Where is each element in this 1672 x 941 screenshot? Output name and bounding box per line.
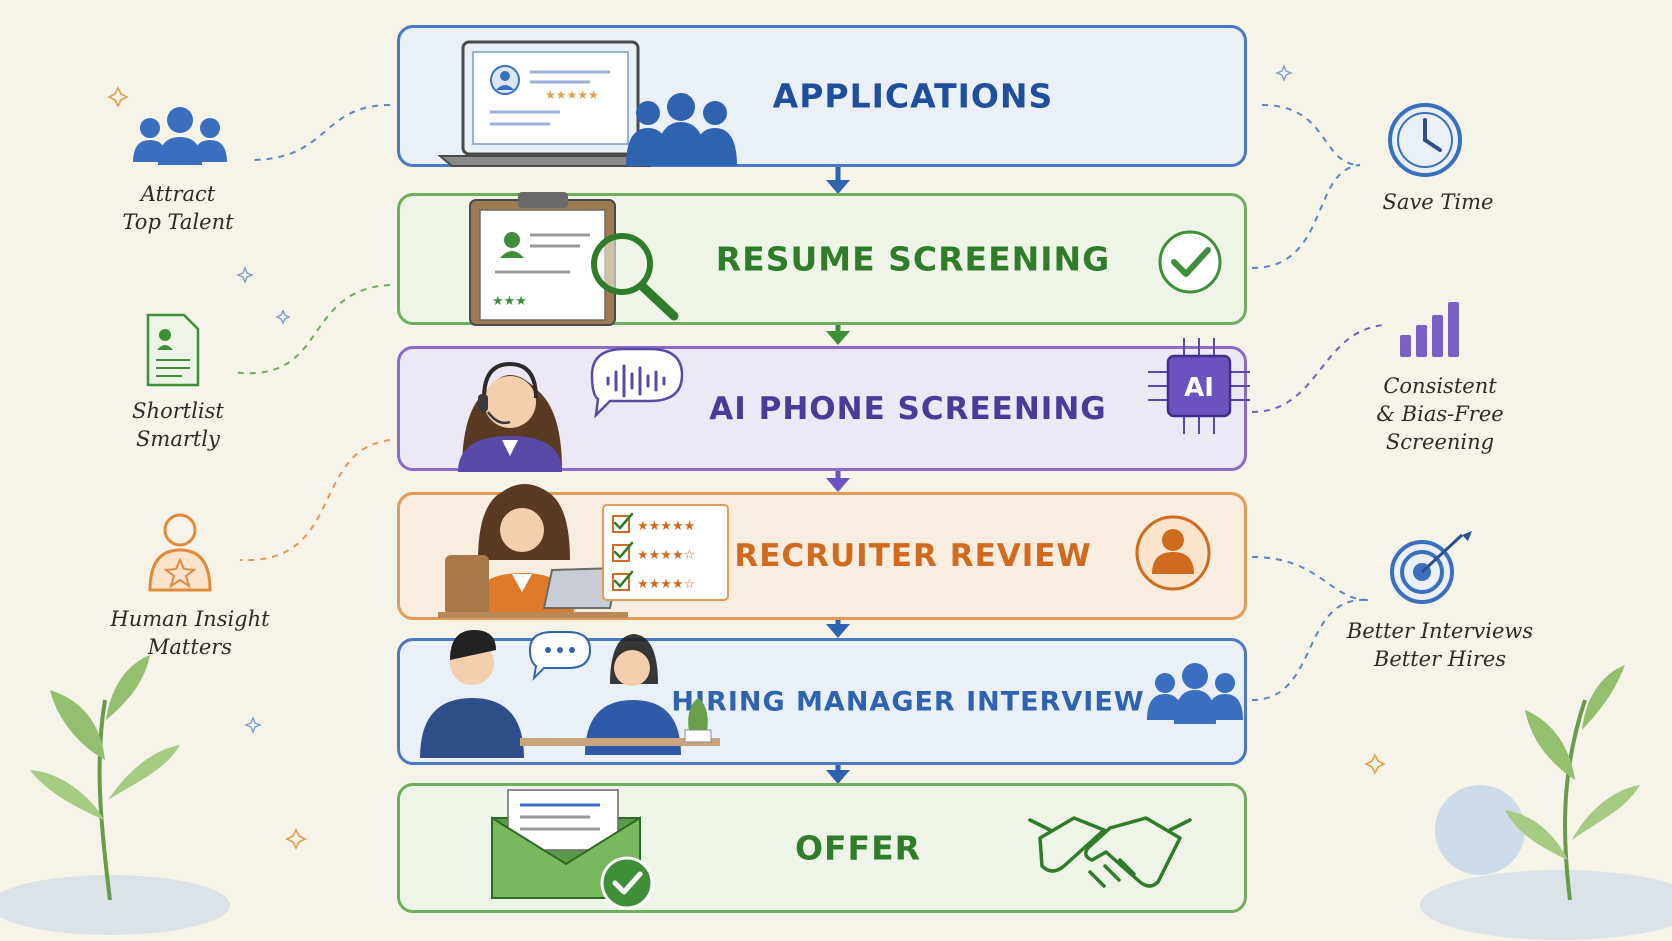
- benefit-label-line: Consistent: [1383, 374, 1497, 398]
- benefit-save-time: Save Time: [1383, 188, 1494, 216]
- benefit-consistent-screening: Consistent & Bias-Free Screening: [1376, 372, 1503, 456]
- benefit-connector: [231, 284, 391, 375]
- sparkle-decorations-blue: [236, 64, 1293, 734]
- stage-box: RESUME SCREENING: [397, 193, 1247, 325]
- stage-box: RECRUITER REVIEW: [397, 492, 1247, 620]
- benefit-connector: [1261, 104, 1361, 166]
- benefit-attract-top-talent: Attract Top Talent: [122, 180, 233, 236]
- stage-box: AI PHONE SCREENING: [397, 346, 1247, 471]
- benefit-label-line: Human Insight: [110, 607, 270, 631]
- benefit-human-insight: Human Insight Matters: [110, 605, 269, 661]
- stage-title: OFFER: [794, 828, 922, 868]
- benefit-label-line: Better Interviews: [1346, 619, 1534, 643]
- sparkle-decorations: [107, 86, 1386, 850]
- benefit-label-line: Attract: [140, 182, 216, 206]
- benefit-label-line: & Bias-Free: [1376, 402, 1504, 426]
- benefit-connector: [1251, 164, 1361, 269]
- stage-title: AI PHONE SCREENING: [709, 390, 1107, 427]
- stage-title: RESUME SCREENING: [715, 239, 1111, 279]
- stage-box: HIRING MANAGER INTERVIEW: [397, 638, 1247, 765]
- benefit-connector: [1251, 324, 1386, 413]
- stage-box: OFFER: [397, 783, 1247, 913]
- benefit-better-hires: Better Interviews Better Hires: [1347, 617, 1533, 673]
- benefit-shortlist-smartly: Shortlist Smartly: [132, 397, 224, 453]
- benefit-label-line: Smartly: [136, 427, 220, 451]
- benefit-connector: [1251, 556, 1369, 601]
- plant-right-decoration: [1420, 665, 1672, 940]
- stage-title: APPLICATIONS: [772, 76, 1054, 116]
- benefit-label-line: Screening: [1385, 430, 1495, 454]
- benefit-label-line: Matters: [147, 635, 233, 659]
- benefit-label-line: Top Talent: [122, 210, 234, 234]
- plant-left-decoration: [0, 655, 230, 935]
- benefit-connector: [249, 104, 391, 161]
- stage-title: RECRUITER REVIEW: [734, 538, 1092, 574]
- benefit-label-line: Save Time: [1382, 190, 1494, 214]
- stage-box: APPLICATIONS: [397, 25, 1247, 167]
- benefit-label-line: Shortlist: [132, 399, 224, 423]
- benefit-label-line: Better Hires: [1373, 647, 1507, 671]
- stage-title: HIRING MANAGER INTERVIEW: [671, 686, 1145, 717]
- benefit-connector: [239, 439, 391, 562]
